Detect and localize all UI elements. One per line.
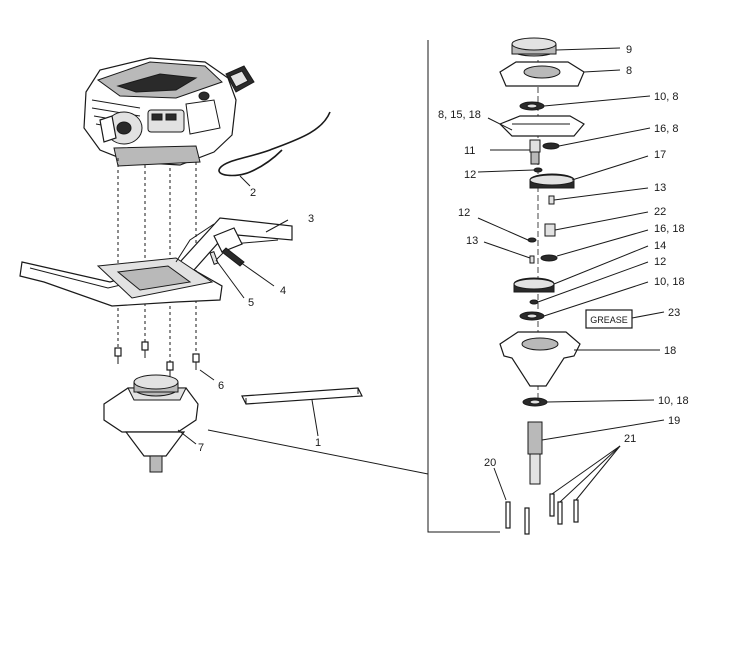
callout-16-18: 16, 18 (654, 223, 685, 235)
callout-13a: 13 (654, 182, 666, 194)
callout-11: 11 (464, 145, 475, 157)
callout-20: 20 (484, 457, 496, 469)
callout-22: 22 (654, 206, 666, 218)
engine-assembly (83, 57, 255, 167)
callout-6: 6 (218, 380, 224, 392)
callout-7: 7 (198, 442, 204, 454)
gearbox-assembly (103, 374, 199, 473)
callout-10-18b: 10, 18 (658, 395, 689, 407)
callout-10-8: 10, 8 (654, 91, 678, 103)
callout-21: 21 (624, 433, 636, 445)
callout-3: 3 (308, 213, 314, 225)
callout-12c: 12 (654, 256, 666, 268)
callout-8: 8 (626, 65, 632, 77)
callout-19: 19 (668, 415, 680, 427)
callout-14: 14 (654, 240, 666, 252)
grease-label: GREASE (590, 315, 628, 325)
callout-17: 17 (654, 149, 666, 161)
mounting-bolts (114, 341, 200, 378)
gearbox-exploded-parts (498, 37, 585, 535)
callout-2: 2 (250, 187, 256, 199)
callout-18: 18 (664, 345, 676, 357)
callout-5: 5 (248, 297, 254, 309)
manual-booklet (241, 387, 363, 405)
callout-16-8: 16, 8 (654, 123, 678, 135)
throttle-cable (218, 111, 331, 177)
callout-8-15-18: 8, 15, 18 (438, 109, 481, 121)
callout-4: 4 (280, 285, 286, 297)
callout-1: 1 (315, 437, 321, 449)
callout-10-18a: 10, 18 (654, 276, 685, 288)
callout-23: 23 (668, 307, 680, 319)
handle-frame (19, 217, 293, 307)
grease-label-box: GREASE (585, 309, 633, 329)
callout-12b: 12 (458, 207, 470, 219)
callout-13b: 13 (466, 235, 478, 247)
callout-12a: 12 (464, 169, 476, 181)
leader-lines (177, 47, 665, 503)
callout-labels: 1 2 3 4 5 6 7 9 8 10, 8 8, 15, 18 16, 8 … (198, 44, 689, 469)
callout-9: 9 (626, 44, 632, 56)
detail-frame (427, 40, 500, 533)
